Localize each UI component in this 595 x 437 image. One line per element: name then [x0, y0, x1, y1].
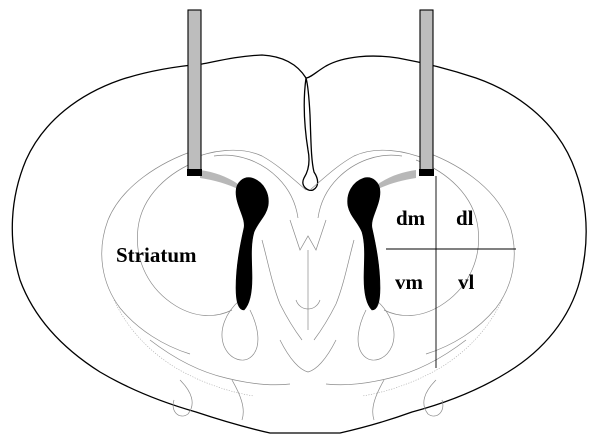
cortex-inner-right [420, 150, 514, 354]
lower-right-2 [424, 380, 443, 416]
probe-right [420, 10, 433, 170]
label-vm: vm [395, 270, 424, 294]
lateral-ventricle-left [236, 178, 268, 310]
callosum-grey-right [376, 170, 416, 190]
brain-outline [12, 55, 586, 433]
thalamus-left [262, 240, 302, 340]
lateral-ventricle-right [348, 178, 380, 310]
probe-tip-right [419, 169, 434, 176]
lower-right-3 [373, 380, 384, 420]
lower-left-3 [232, 380, 243, 420]
label-dm: dm [396, 206, 426, 230]
third-ventricle [296, 250, 320, 330]
hypothalamus [280, 340, 336, 372]
striatum-boundary-left [137, 160, 232, 316]
label-striatum: Striatum [116, 243, 197, 267]
thalamus-right [314, 240, 354, 340]
callosum-grey-left [200, 170, 240, 190]
septum-center [290, 220, 326, 250]
midline-fissure [303, 78, 318, 190]
probe-left [188, 10, 201, 170]
capsule-left [222, 300, 258, 360]
label-vl: vl [458, 270, 475, 294]
probe-tip-left [187, 169, 202, 176]
label-dl: dl [456, 206, 474, 230]
capsule-right [358, 300, 394, 360]
